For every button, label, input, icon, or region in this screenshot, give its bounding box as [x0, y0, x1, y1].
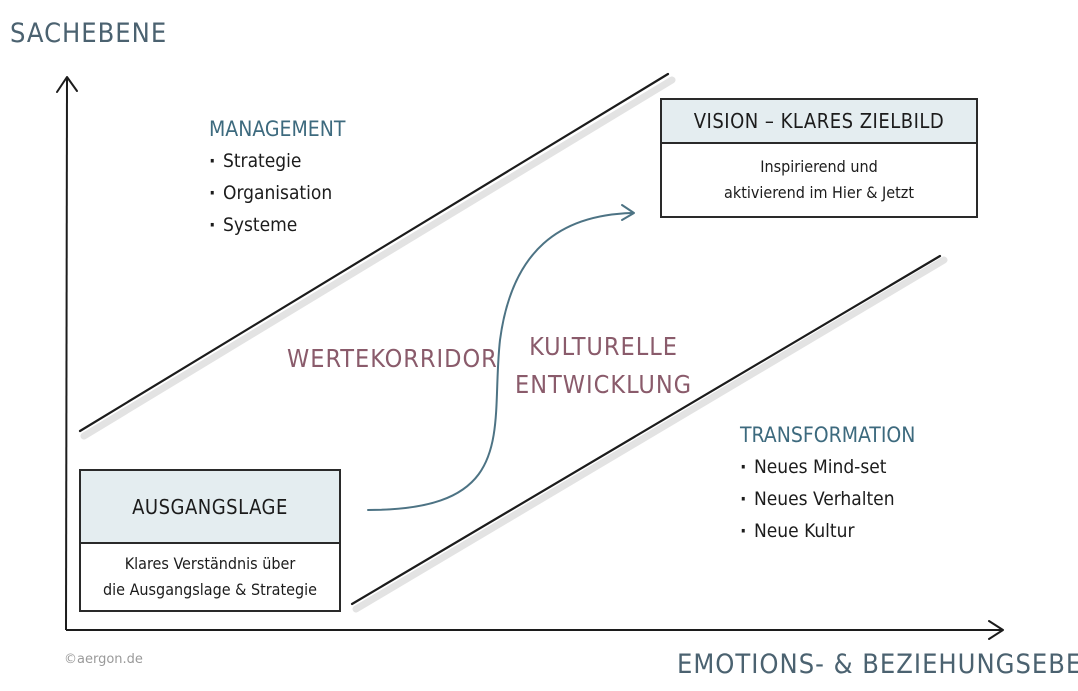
start-box-body: Klares Verständnis über die Ausgangslage…	[81, 544, 339, 610]
start-box-title: AUSGANGSLAGE	[81, 471, 339, 544]
transformation-title: TRANSFORMATION	[740, 423, 916, 447]
development-label-line-2: ENTWICKLUNG	[515, 370, 693, 399]
upper-corridor-line	[78, 72, 670, 433]
transformation-section: TRANSFORMATION Neues Mind-set Neues Verh…	[740, 423, 915, 547]
management-item-organisation: Organisation	[209, 177, 345, 209]
y-axis	[65, 77, 68, 631]
development-label: KULTURELLE ENTWICKLUNG	[515, 328, 692, 404]
development-label-line-1: KULTURELLE	[529, 332, 678, 361]
upper-corridor-line-shadow	[80, 76, 676, 440]
lower-corridor-line-shadow	[352, 256, 948, 613]
transformation-list: Neues Mind-set Neues Verhalten Neue Kult…	[740, 451, 915, 547]
y-axis-label: SACHEBENE	[10, 18, 168, 49]
corridor-label: WERTEKORRIDOR	[287, 344, 498, 373]
management-item-strategie: Strategie	[209, 145, 345, 177]
start-box: AUSGANGSLAGE Klares Verständnis über die…	[79, 469, 341, 612]
management-section: MANAGEMENT Strategie Organisation System…	[209, 117, 345, 241]
management-item-systeme: Systeme	[209, 209, 345, 241]
development-arrow	[367, 212, 633, 511]
vision-box-title: VISION – KLARES ZIELBILD	[662, 100, 976, 144]
management-list: Strategie Organisation Systeme	[209, 145, 345, 241]
vision-box-line-2: aktivierend im Hier & Jetzt	[724, 183, 914, 202]
vision-box: VISION – KLARES ZIELBILD Inspirierend un…	[660, 98, 978, 218]
vision-box-body: Inspirierend und aktivierend im Hier & J…	[662, 144, 976, 216]
transformation-item-kultur: Neue Kultur	[740, 515, 915, 547]
y-axis-arrowhead	[56, 76, 78, 93]
start-box-line-1: Klares Verständnis über	[124, 554, 296, 573]
management-title: MANAGEMENT	[209, 117, 346, 141]
x-axis-arrowhead	[988, 620, 1004, 640]
x-axis-label: EMOTIONS- & BEZIEHUNGSEBENE	[677, 649, 1078, 680]
copyright-notice: ©aergon.de	[64, 652, 143, 667]
development-arrowhead	[621, 204, 635, 221]
transformation-item-mindset: Neues Mind-set	[740, 451, 915, 483]
vision-box-line-1: Inspirierend und	[760, 157, 878, 176]
transformation-item-verhalten: Neues Verhalten	[740, 483, 915, 515]
lower-corridor-line	[350, 254, 942, 606]
start-box-line-2: die Ausgangslage & Strategie	[103, 580, 317, 599]
